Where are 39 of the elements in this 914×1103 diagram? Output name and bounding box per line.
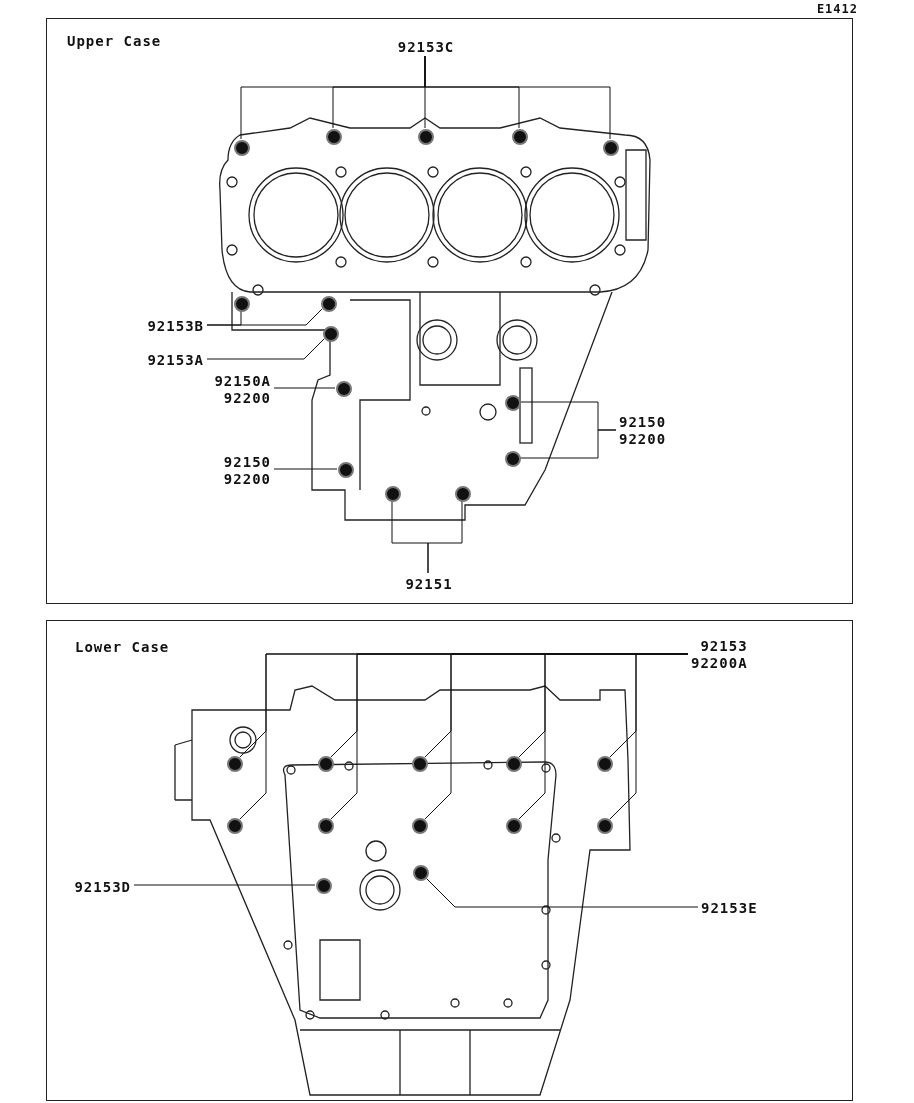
bolt-head	[455, 486, 471, 502]
leader-line	[427, 500, 463, 574]
leader-line	[133, 884, 316, 886]
bolt-head	[597, 756, 613, 772]
leader-line	[609, 653, 689, 820]
bolt-head	[318, 818, 334, 834]
bolt-head	[385, 486, 401, 502]
leader-line	[519, 429, 617, 459]
bolt-head	[227, 818, 243, 834]
bolt-head	[505, 451, 521, 467]
bolt-head	[234, 140, 250, 156]
bolt-head	[412, 756, 428, 772]
bolt-head	[323, 326, 339, 342]
panel-title: Upper Case	[67, 33, 162, 50]
bolt-head	[506, 756, 522, 772]
bolt-head	[597, 818, 613, 834]
bolt-head	[336, 381, 352, 397]
bolt-head	[318, 756, 334, 772]
bolt-head	[505, 395, 521, 411]
leader-line	[206, 338, 325, 360]
leader-line	[424, 55, 611, 140]
bolt-head	[418, 129, 434, 145]
bolt-head	[512, 129, 528, 145]
bolt-head	[234, 296, 250, 312]
bolt-head	[506, 818, 522, 834]
bolt-head	[321, 296, 337, 312]
leader-line	[206, 308, 323, 326]
bolt-head	[326, 129, 342, 145]
bolt-head	[412, 818, 428, 834]
bolt-head	[338, 462, 354, 478]
leader-line	[425, 877, 699, 908]
panel-frame	[46, 18, 853, 604]
bolt-head	[316, 878, 332, 894]
bolt-head	[227, 756, 243, 772]
bolt-head	[413, 865, 429, 881]
leader-line	[273, 387, 336, 389]
leader-line	[273, 468, 338, 470]
bolt-head	[603, 140, 619, 156]
panel-frame	[46, 620, 853, 1101]
